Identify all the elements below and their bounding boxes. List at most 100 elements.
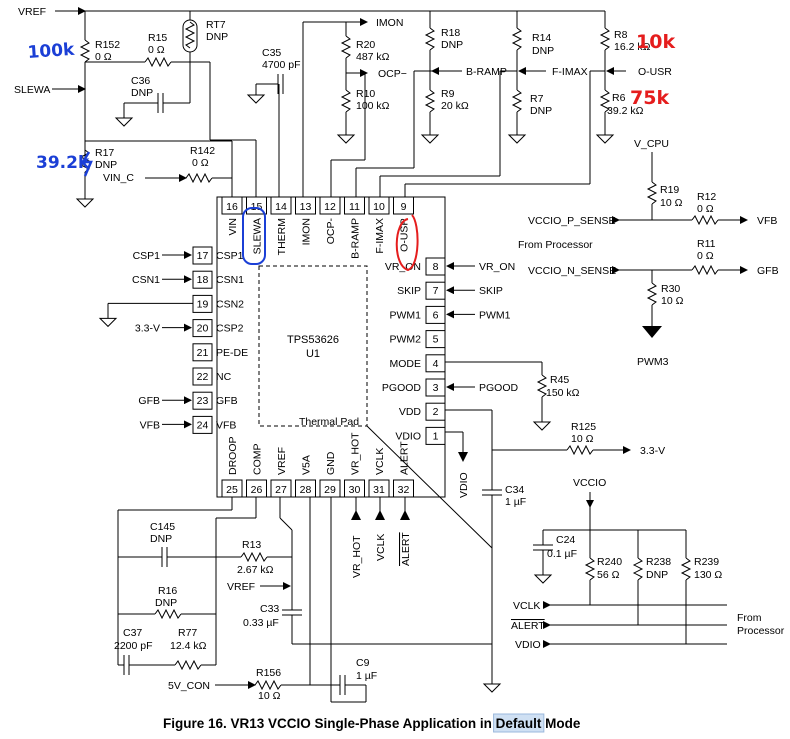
comp-network: C145 DNP R13 2.67 kΩ VREF C33 0.33 µF R1… [114, 497, 492, 703]
figure-caption: Figure 16. VR13 VCCIO Single-Phase Appli… [163, 713, 581, 733]
r12-symbol [691, 214, 719, 226]
net-vcpu: V_CPU [634, 138, 669, 150]
top-left-network: VREF R152 0 Ω SLEWA R15 0 Ω RT7 DNP C3 [14, 6, 257, 197]
r15-symbol [144, 56, 172, 68]
r16-symbol [154, 608, 182, 620]
processor-label: Processor [737, 625, 785, 637]
net-ousr: O-USR [638, 66, 672, 78]
pin-label: VCLK [374, 448, 386, 475]
pin-number: 20 [197, 323, 209, 335]
from-processor-label: From Processor [518, 239, 593, 251]
pin-label: NC [216, 371, 232, 383]
pin-number: 22 [197, 371, 209, 383]
annotation-10k: 10k [636, 31, 675, 53]
c34-ref: C34 [505, 484, 524, 496]
top-rail-network: R18 DNP B-RAMP R9 20 kΩ R14 DNP F-IMAX R… [190, 10, 672, 197]
r240-symbol [584, 557, 596, 581]
r77-symbol [174, 659, 202, 671]
r156-ref: R156 [256, 667, 281, 679]
annotation-100k: 100k [27, 40, 76, 63]
pin-label: PE-DE [216, 347, 248, 359]
pin-number: 23 [197, 395, 209, 407]
c24-val: 0.1 µF [547, 548, 577, 560]
pin-label: MODE [390, 358, 422, 370]
ground-symbol [533, 574, 553, 584]
pin-number: 29 [324, 484, 336, 496]
r125-val: 10 Ω [571, 433, 594, 445]
r18-symbol [424, 27, 436, 51]
r8-ref: R8 [614, 29, 628, 41]
r30-symbol [646, 282, 658, 306]
ground-symbol [420, 134, 440, 144]
r30-ref: R30 [661, 283, 680, 295]
pin-number: 28 [300, 484, 312, 496]
annotation-75k: 75k [630, 87, 669, 109]
r9-val: 20 kΩ [441, 100, 469, 112]
caption-prefix: Figure 16. VR13 VCCIO Single-Phase Appli… [163, 716, 496, 731]
pin-top-10: 10F-IMAX [368, 196, 390, 254]
thermal-pad-label: Thermal Pad [299, 416, 359, 428]
r15-ref: R15 [148, 32, 167, 44]
c33-val: 0.33 µF [243, 617, 279, 629]
c37-val: 2200 pF [114, 640, 153, 652]
pin-label: O-USR [399, 218, 411, 252]
r10-val: 100 kΩ [356, 100, 390, 112]
pin-number: 24 [197, 419, 209, 431]
net-label: CSN1 [132, 274, 160, 286]
pin-label: PWM2 [390, 334, 422, 346]
c9-val: 1 µF [356, 670, 377, 682]
r45-ref: R45 [550, 374, 569, 386]
net-vr-hot: VR_HOT [351, 535, 363, 578]
r14-ref: R14 [532, 32, 551, 44]
mode-network: R45 150 kΩ [445, 361, 580, 431]
c36-val: DNP [131, 87, 153, 99]
pin-number: 10 [373, 201, 385, 213]
pin-number: 18 [197, 274, 209, 286]
c35-network: C35 4700 pF [246, 47, 301, 197]
r239-val: 130 Ω [694, 569, 722, 581]
pin-bottom-28: 28 V5A [295, 455, 316, 498]
r9-ref: R9 [441, 88, 455, 100]
r14-val: DNP [532, 45, 554, 57]
r7-val: DNP [530, 105, 552, 117]
c34-val: 1 µF [505, 496, 526, 508]
pin-label: IMON [301, 218, 313, 245]
pin-number: 32 [398, 484, 410, 496]
ground-symbol [114, 117, 134, 127]
r20-symbol [340, 35, 352, 59]
net-label: 3.3-V [135, 323, 160, 335]
svg-text:Figure 16. VR13 VCCIO Single-: Figure 16. VR13 VCCIO Single-Phase Appli… [163, 716, 581, 731]
pin-number: 2 [433, 406, 439, 418]
c36-ref: C36 [131, 75, 150, 87]
r10-ref: R10 [356, 88, 375, 100]
net-label: VFB [140, 419, 160, 431]
pin-label: THERM [276, 218, 288, 255]
net-fimax: F-IMAX [552, 66, 588, 78]
pin-label: PGOOD [382, 382, 422, 394]
net-pwm3: PWM3 [637, 356, 669, 368]
net-vclk: VCLK [513, 600, 540, 612]
pin-number: 3 [433, 382, 439, 394]
r239-ref: R239 [694, 556, 719, 568]
pin-number: 27 [275, 484, 287, 496]
net-label: GFB [138, 395, 160, 407]
r152-symbol [79, 39, 91, 63]
rt7-symbol [182, 19, 198, 53]
pin-number: 7 [433, 285, 439, 297]
r12-val: 0 Ω [697, 203, 714, 215]
r13-val: 2.67 kΩ [237, 564, 274, 576]
pin-label: V5A [301, 455, 313, 475]
pin-number: 30 [349, 484, 361, 496]
c35-val: 4700 pF [262, 59, 301, 71]
